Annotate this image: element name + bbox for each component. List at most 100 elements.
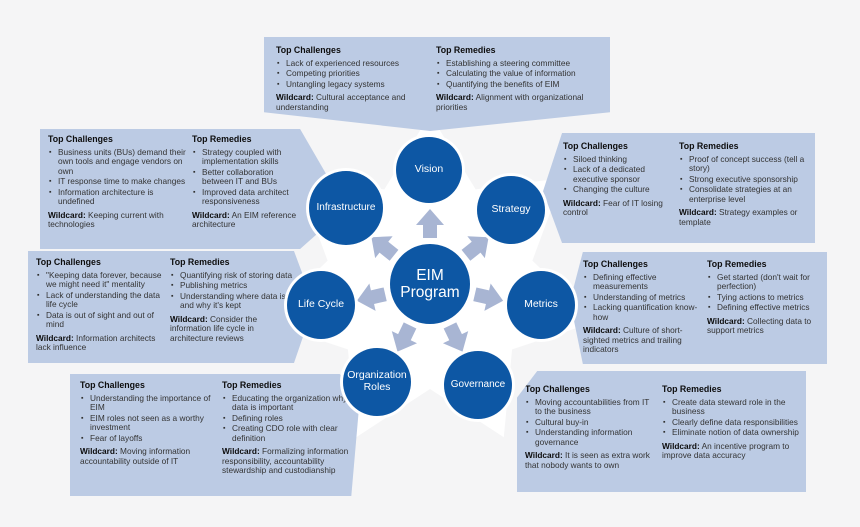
challenge-item: Understanding information governance	[525, 427, 655, 447]
remedies-list: Create data steward role in the business…	[662, 397, 800, 438]
challenge-item: Changing the culture	[563, 185, 675, 195]
challenge-item: Untangling legacy systems	[276, 79, 428, 90]
metrics-challenges-column: Top Challenges Defining effective measur…	[583, 259, 701, 364]
remedy-item: Defining effective metrics	[707, 303, 825, 313]
infrastructure-callout: Top Challenges Business units (BUs) dema…	[40, 129, 346, 249]
remedy-item: Understanding where data is and why it's…	[170, 291, 295, 311]
remedy-item: Defining roles	[222, 413, 353, 424]
eim-program-hub: EIM Program	[390, 244, 470, 324]
wildcard-note: Wildcard: Consider the information life …	[170, 313, 258, 343]
challenge-item: Moving accountabilities from IT to the b…	[525, 397, 655, 417]
challenge-item: Data is out of sight and out of mind	[36, 310, 164, 330]
challenge-item: Lacking quantification know-how	[583, 302, 701, 322]
challenge-item: Business units (BUs) demand their own to…	[48, 147, 188, 177]
node-label: Infrastructure	[316, 202, 376, 214]
remedies-heading: Top Remedies	[170, 257, 230, 267]
remedy-item: Establishing a steering committee	[436, 58, 610, 69]
challenges-list: Lack of experienced resources Competing …	[276, 58, 428, 90]
organization-roles-node: Organization Roles	[343, 348, 411, 416]
hub-label: EIM Program	[400, 266, 460, 301]
wildcard-note: Wildcard: Formalizing information respon…	[222, 446, 349, 476]
remedies-list: Get started (don't wait for perfection) …	[707, 272, 825, 313]
vision-node: Vision	[396, 137, 462, 203]
remedies-list: Educating the organization why data is i…	[222, 393, 353, 444]
challenges-list: "Keeping data forever, because we might …	[36, 270, 164, 330]
remedies-heading: Top Remedies	[662, 384, 722, 394]
challenge-item: Information architecture is undefined	[48, 187, 188, 207]
challenges-heading: Top Challenges	[276, 45, 341, 55]
remedy-item: Better collaboration between IT and BUs	[192, 167, 300, 187]
remedies-list: Strategy coupled with implementation ski…	[192, 147, 300, 207]
organization-roles-callout: Top Challenges Understanding the importa…	[70, 374, 360, 496]
strategy-challenges-column: Top Challenges Siloed thinking Lack of a…	[563, 141, 675, 243]
wildcard-note: Wildcard: It is seen as extra work that …	[525, 450, 650, 470]
remedy-item: Proof of concept success (tell a story)	[679, 154, 813, 174]
remedy-item: Tying actions to metrics	[707, 292, 825, 303]
challenges-heading: Top Challenges	[80, 380, 145, 390]
governance-remedies-column: Top Remedies Create data steward role in…	[662, 384, 800, 492]
node-label: Governance	[450, 379, 506, 391]
governance-node: Governance	[444, 351, 512, 419]
remedies-heading: Top Remedies	[707, 259, 767, 269]
strategy-remedies-column: Top Remedies Proof of concept success (t…	[679, 141, 813, 243]
wildcard-note: Wildcard: An incentive program to improv…	[662, 440, 790, 461]
challenge-item: Understanding of metrics	[583, 292, 701, 303]
challenge-item: Cultural buy-in	[525, 417, 655, 428]
remedy-item: Quantifying the benefits of EIM	[436, 79, 610, 90]
strategy-node: Strategy	[477, 176, 545, 244]
challenge-item: Lack of understanding the data life cycl…	[36, 290, 164, 310]
remedy-item: Calculating the value of information	[436, 69, 610, 79]
remedies-heading: Top Remedies	[679, 141, 739, 151]
challenge-item: "Keeping data forever, because we might …	[36, 270, 164, 290]
remedies-heading: Top Remedies	[436, 45, 496, 55]
remedies-list: Quantifying risk of storing data Publish…	[170, 270, 295, 311]
governance-challenges-column: Top Challenges Moving accountabilities f…	[525, 384, 655, 492]
infrastructure-challenges-column: Top Challenges Business units (BUs) dema…	[48, 134, 188, 249]
strategy-callout: Top Challenges Siloed thinking Lack of a…	[543, 133, 815, 243]
challenge-item: IT response time to make changes	[48, 177, 188, 187]
vision-challenges-column: Top Challenges Lack of experienced resou…	[276, 45, 428, 131]
wildcard-note: Wildcard: An EIM reference architecture	[192, 209, 297, 230]
remedy-item: Get started (don't wait for perfection)	[707, 272, 825, 292]
remedy-item: Educating the organization why data is i…	[222, 393, 353, 413]
remedy-item: Clearly define data responsibilities	[662, 417, 800, 428]
node-label: Strategy	[491, 203, 531, 216]
challenges-list: Siloed thinking Lack of a dedicated exec…	[563, 154, 675, 195]
challenges-heading: Top Challenges	[48, 134, 113, 144]
challenges-list: Business units (BUs) demand their own to…	[48, 147, 188, 207]
challenge-item: Defining effective measurements	[583, 272, 701, 292]
node-label: Life Cycle	[297, 298, 345, 311]
remedies-heading: Top Remedies	[192, 134, 252, 144]
node-label: Metrics	[524, 298, 558, 311]
remedies-heading: Top Remedies	[222, 380, 282, 390]
challenges-heading: Top Challenges	[583, 259, 648, 269]
remedy-item: Creating CDO role with clear definition	[222, 423, 353, 443]
life-cycle-challenges-column: Top Challenges "Keeping data forever, be…	[36, 257, 164, 363]
metrics-callout: Top Challenges Defining effective measur…	[570, 252, 827, 364]
metrics-node: Metrics	[507, 271, 575, 339]
governance-callout: Top Challenges Moving accountabilities f…	[517, 371, 806, 492]
challenge-item: Competing priorities	[276, 69, 428, 79]
remedies-list: Establishing a steering committee Calcul…	[436, 58, 610, 90]
challenges-list: Moving accountabilities from IT to the b…	[525, 397, 655, 448]
wildcard-note: Wildcard: Fear of IT losing control	[563, 197, 663, 218]
organization-roles-challenges-column: Top Challenges Understanding the importa…	[80, 380, 216, 496]
wildcard-note: Wildcard: Culture of short-sighted metri…	[583, 325, 683, 355]
node-label: Vision	[414, 163, 444, 176]
life-cycle-callout: Top Challenges "Keeping data forever, be…	[28, 251, 314, 363]
life-cycle-node: Life Cycle	[287, 271, 355, 339]
challenges-heading: Top Challenges	[563, 141, 628, 151]
wildcard-note: Wildcard: Information architects lack in…	[36, 332, 156, 353]
organization-roles-remedies-column: Top Remedies Educating the organization …	[222, 380, 353, 496]
infrastructure-node: Infrastructure	[309, 171, 383, 245]
remedy-item: Publishing metrics	[170, 281, 295, 291]
challenges-list: Understanding the importance of EIM EIM …	[80, 393, 216, 444]
node-label: Organization Roles	[347, 369, 407, 393]
remedies-list: Proof of concept success (tell a story) …	[679, 154, 813, 205]
vision-remedies-column: Top Remedies Establishing a steering com…	[436, 45, 610, 131]
life-cycle-remedies-column: Top Remedies Quantifying risk of storing…	[170, 257, 295, 363]
remedy-item: Improved data architect responsiveness	[192, 187, 300, 207]
challenges-list: Defining effective measurements Understa…	[583, 272, 701, 323]
wildcard-note: Wildcard: Alignment with organizational …	[436, 92, 584, 112]
